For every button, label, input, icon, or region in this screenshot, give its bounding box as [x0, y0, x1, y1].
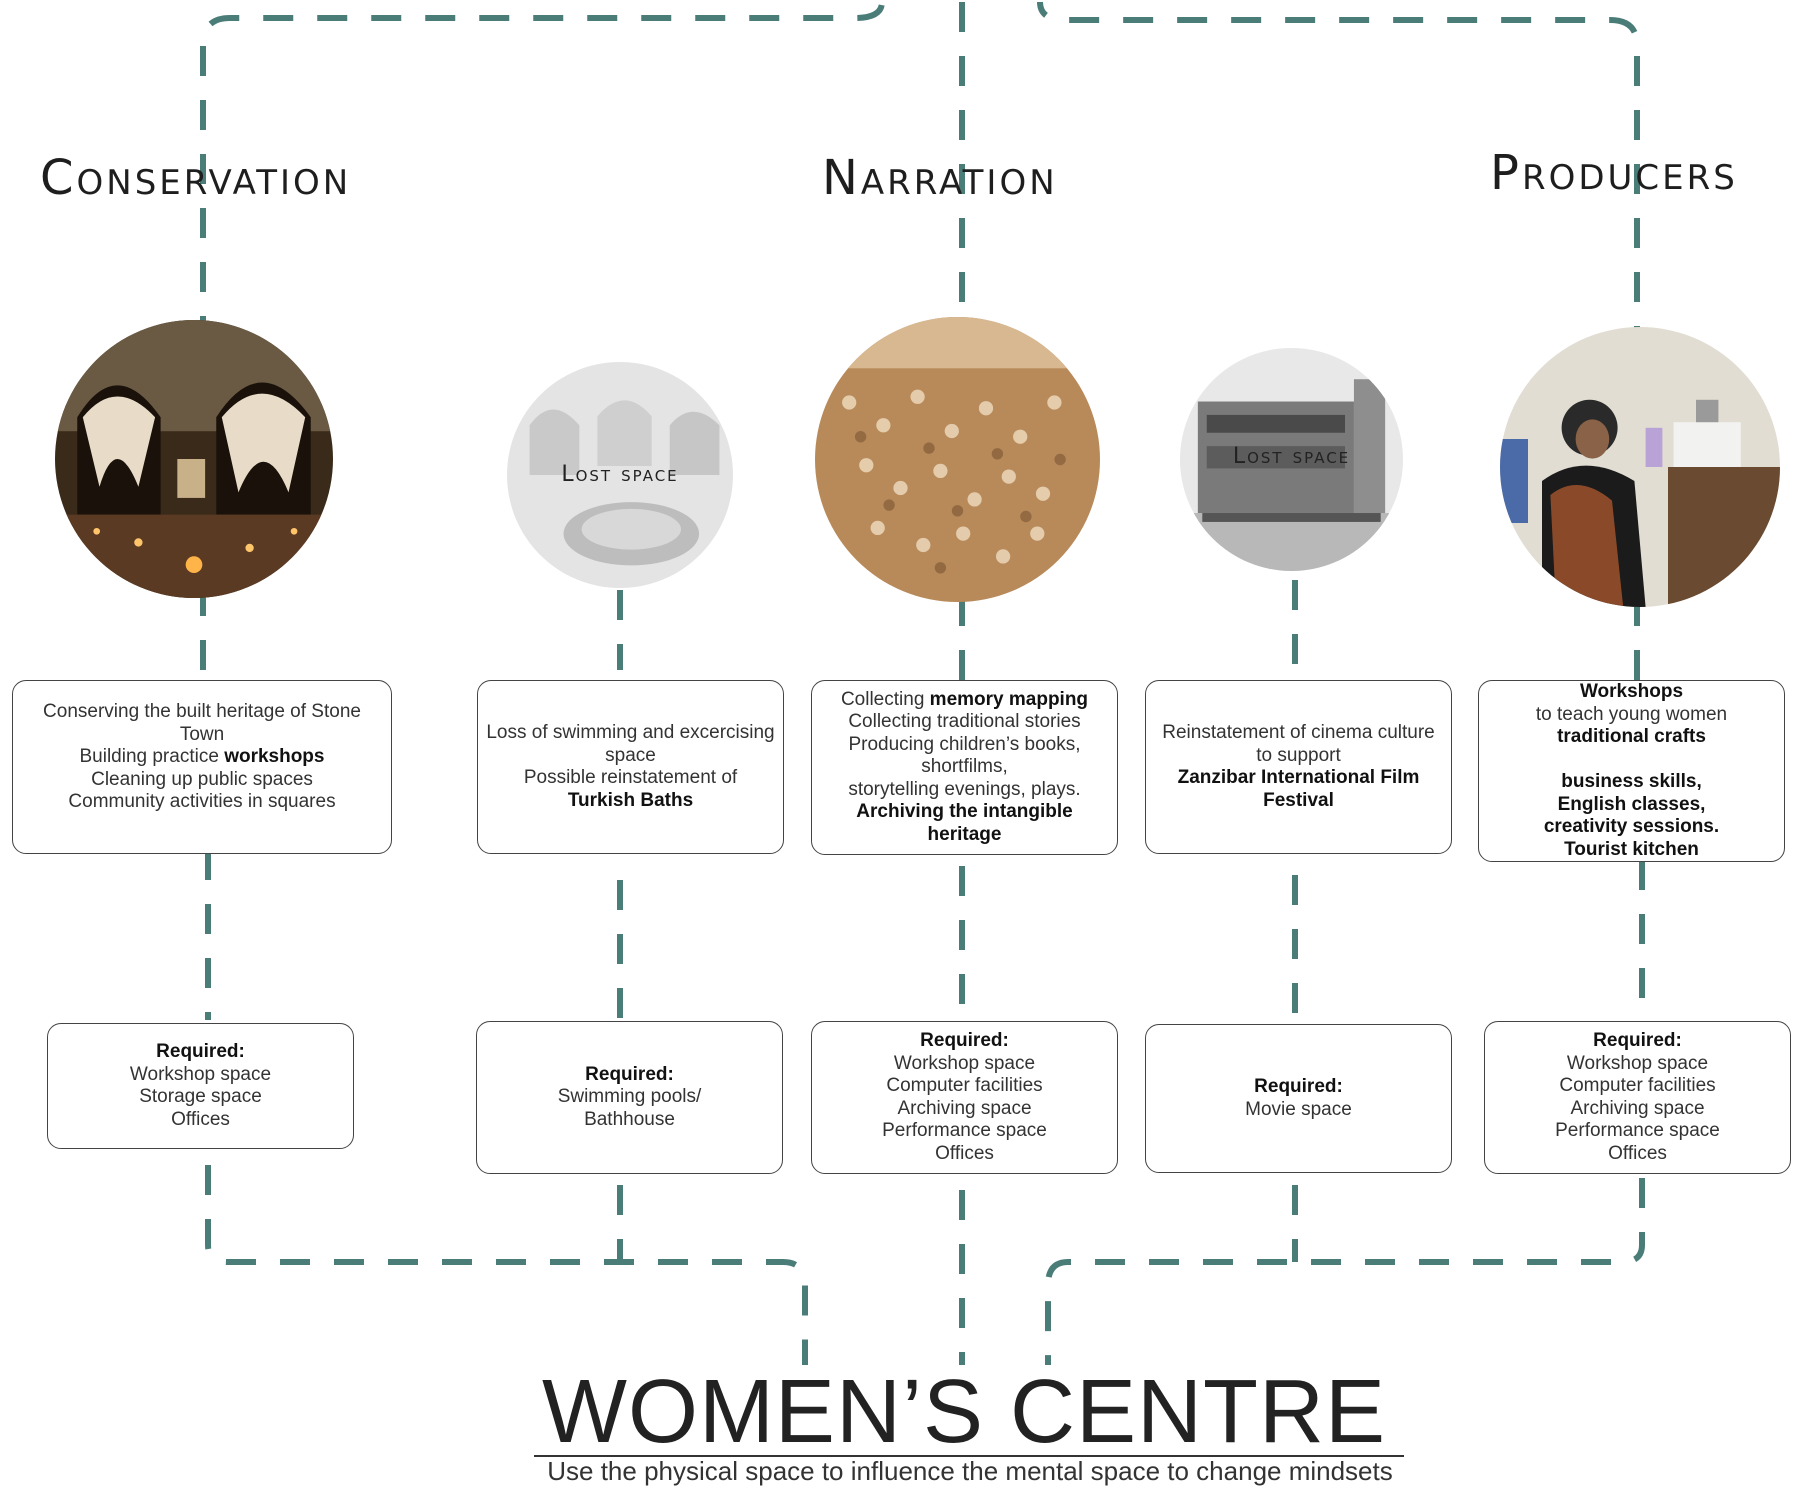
- connector-producers-bottom: [1045, 1178, 1645, 1365]
- description-line: Possible reinstatement of: [523, 767, 738, 788]
- description-line: shortfilms,: [921, 756, 1008, 778]
- requirement-item: Swimming pools/: [557, 1086, 702, 1108]
- description-line: Conserving the built heritage of Stone T…: [43, 701, 361, 745]
- requirements-conservation: Required: Workshop space Storage space O…: [47, 1023, 354, 1149]
- requirement-item: Offices: [935, 1142, 994, 1164]
- requirement-item: Workshop space: [129, 1063, 272, 1085]
- requirement-item: Offices: [171, 1108, 230, 1130]
- description-line: Zanzibar International Film Festival: [1177, 767, 1420, 811]
- description-line: Turkish Baths: [567, 789, 694, 811]
- description-line: creativity sessions.: [1543, 816, 1720, 837]
- requirement-item: Archiving space: [1570, 1097, 1705, 1119]
- connector-conservation-top: [200, 1, 885, 670]
- requirement-item: Offices: [1608, 1142, 1667, 1164]
- description-line: Collecting traditional stories: [848, 711, 1081, 733]
- photo-label-baths: Lost space: [561, 462, 679, 487]
- page-subtitle: Use the physical space to influence the …: [547, 1456, 1393, 1486]
- description-line: Reinstatement of cinema culture to suppo…: [1162, 722, 1435, 766]
- requirement-item: Computer facilities: [1559, 1075, 1716, 1096]
- page-title: WOMEN’S CENTRE: [542, 1362, 1386, 1462]
- requirement-item: Bathhouse: [584, 1108, 675, 1130]
- requirements-heading: Required:: [585, 1063, 674, 1085]
- description-line: Cleaning up public spaces: [91, 768, 313, 790]
- requirement-item: Computer facilities: [886, 1075, 1043, 1096]
- description-line: Producing children’s books,: [848, 733, 1081, 755]
- description-line: Building practice workshops: [79, 746, 325, 767]
- requirements-heading: Required:: [1254, 1076, 1343, 1097]
- description-line: English classes,: [1557, 793, 1706, 815]
- photo-label-cinema: Lost space: [1232, 444, 1351, 469]
- description-line: storytelling evenings, plays.: [848, 778, 1081, 800]
- requirement-item: Archiving space: [897, 1097, 1032, 1119]
- requirement-item: Performance space: [882, 1120, 1047, 1141]
- description-line: Archiving the intangible heritage: [856, 801, 1073, 845]
- requirements-baths: Required: Swimming pools/ Bathhouse: [476, 1021, 783, 1174]
- heading-producers: Producers: [1490, 145, 1738, 201]
- requirement-item: Storage space: [139, 1086, 262, 1107]
- requirements-cinema: Required: Movie space: [1145, 1024, 1452, 1173]
- description-line: business skills,: [1561, 771, 1702, 792]
- requirements-heading: Required:: [1593, 1030, 1682, 1051]
- description-narration: Collecting memory mapping Collecting tra…: [811, 680, 1118, 855]
- title-underline: [534, 1455, 1404, 1457]
- requirements-heading: Required:: [156, 1041, 245, 1062]
- photo-cinema: Lost space: [1180, 348, 1403, 571]
- heading-narration: Narration: [822, 150, 1058, 206]
- photo-crowd-archive: [815, 317, 1100, 602]
- description-line: to teach young women: [1535, 703, 1728, 725]
- connector-conservation-bottom: [205, 1165, 808, 1365]
- connector-producers-top: [1037, 1, 1640, 680]
- description-producers: Workshops to teach young women tradition…: [1478, 680, 1785, 862]
- description-line: Collecting memory mapping: [840, 688, 1089, 710]
- requirements-heading: Required:: [920, 1030, 1009, 1051]
- description-spacer: [1629, 749, 1634, 772]
- description-conservation: Conserving the built heritage of Stone T…: [12, 680, 392, 854]
- requirement-item: Workshop space: [893, 1052, 1036, 1074]
- photo-candle-hall: [55, 320, 333, 598]
- description-line: Community activities in squares: [68, 791, 336, 812]
- requirements-producers: Required: Workshop space Computer facili…: [1484, 1021, 1791, 1174]
- description-line: Tourist kitchen: [1564, 838, 1699, 860]
- photo-turkish-bath: Lost space: [507, 362, 733, 588]
- requirement-item: Workshop space: [1566, 1052, 1709, 1074]
- requirement-item: Movie space: [1245, 1098, 1352, 1120]
- heading-conservation: Conservation: [40, 150, 352, 206]
- description-baths: Loss of swimming and excercising space P…: [477, 680, 784, 854]
- description-line: Loss of swimming and excercising space: [486, 722, 775, 766]
- requirement-item: Performance space: [1555, 1120, 1720, 1141]
- photo-woman-kitchen: [1500, 327, 1780, 607]
- description-line: traditional crafts: [1557, 726, 1706, 747]
- description-cinema: Reinstatement of cinema culture to suppo…: [1145, 680, 1452, 854]
- requirements-narration: Required: Workshop space Computer facili…: [811, 1021, 1118, 1174]
- description-line: Workshops: [1579, 681, 1684, 702]
